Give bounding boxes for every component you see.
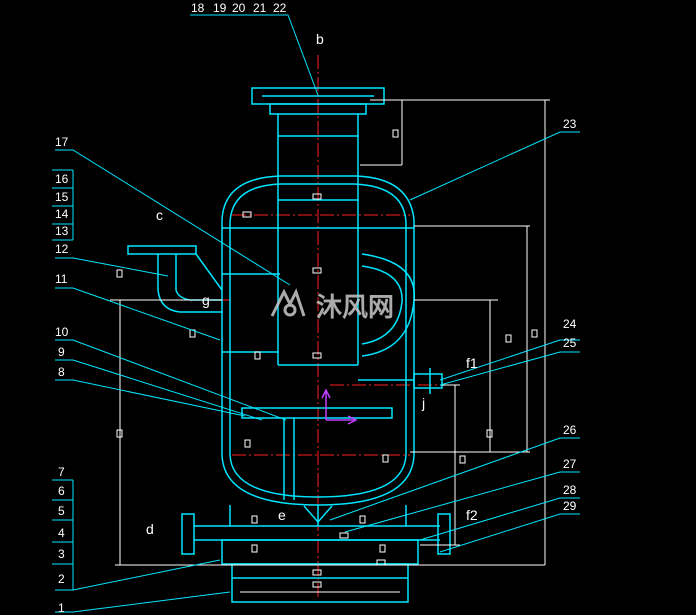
- part-number-8: 8: [58, 365, 65, 379]
- letter-f2: f2: [466, 507, 478, 523]
- letter-e: e: [278, 507, 286, 523]
- part-number-3: 3: [58, 547, 65, 561]
- letter-g: g: [202, 292, 210, 308]
- part-number-14: 14: [55, 207, 69, 221]
- part-number-5: 5: [58, 504, 65, 518]
- part-number-22: 22: [273, 1, 287, 15]
- dimension-text-markers: [116, 129, 538, 588]
- center-lines: [110, 55, 440, 600]
- flow-arrow-icon: [321, 388, 358, 425]
- part-number-26: 26: [563, 423, 577, 437]
- part-number-17: 17: [55, 135, 69, 149]
- part-number-28: 28: [563, 483, 577, 497]
- part-number-9: 9: [58, 345, 65, 359]
- part-number-10: 10: [55, 325, 69, 339]
- part-number-25: 25: [563, 336, 577, 350]
- leader-lines: [52, 14, 580, 613]
- top-part-numbers: 18 19 20 21 22: [191, 1, 287, 15]
- part-number-29: 29: [563, 499, 577, 513]
- part-number-1: 1: [58, 601, 65, 615]
- part-number-27: 27: [563, 457, 577, 471]
- part-number-12: 12: [55, 242, 69, 256]
- part-number-23: 23: [563, 117, 577, 131]
- letter-d: d: [146, 521, 154, 537]
- letter-j: j: [421, 395, 425, 411]
- part-number-21: 21: [253, 1, 267, 15]
- dimension-lines: [110, 99, 550, 593]
- part-number-13: 13: [55, 224, 69, 238]
- view-letters: b c d f1 f2 g j e: [146, 31, 478, 537]
- watermark-text: 沐风网: [316, 293, 394, 323]
- watermark: 沐风网: [270, 288, 394, 323]
- letter-f1: f1: [466, 355, 478, 371]
- left-part-numbers: 17 16 15 14 13 12 11 10 9 8 7 6 5 4 3 2 …: [55, 135, 69, 615]
- part-number-24: 24: [563, 317, 577, 331]
- letter-b: b: [316, 31, 324, 47]
- letter-c: c: [156, 207, 163, 223]
- part-number-15: 15: [55, 190, 69, 204]
- part-number-7: 7: [58, 465, 65, 479]
- part-number-4: 4: [58, 526, 65, 540]
- right-part-numbers: 23 24 25 26 27 28 29: [563, 117, 577, 513]
- part-number-19: 19: [213, 1, 227, 15]
- part-number-2: 2: [58, 572, 65, 586]
- part-number-11: 11: [55, 272, 68, 286]
- part-number-20: 20: [232, 1, 246, 15]
- mufeng-logo-icon: [270, 288, 306, 317]
- part-number-16: 16: [55, 172, 69, 186]
- vessel-outline: [127, 87, 451, 603]
- part-number-18: 18: [191, 1, 205, 15]
- part-number-6: 6: [58, 484, 65, 498]
